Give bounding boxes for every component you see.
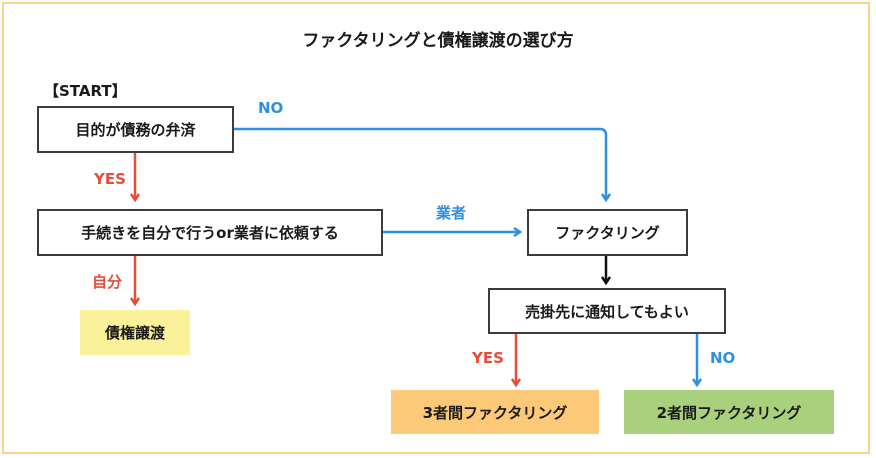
result-transfer: 債権譲渡 [80,310,190,355]
edge-q1-no [234,127,606,200]
result-transfer-label: 債権譲渡 [104,324,165,342]
result-two-party: 2者間ファクタリング [624,390,834,434]
result-three-party: 3者間ファクタリング [391,390,599,434]
diagram-title: ファクタリングと債権譲渡の選び方 [302,31,574,51]
result-two-party-label: 2者間ファクタリング [656,403,802,422]
edge-label-q3-yes: YES [472,349,504,367]
edge-label-q2-vendor: 業者 [436,204,467,222]
node-q2-label: 手続きを自分で行うor業者に依頼する [81,224,339,242]
edge-label-q1-no: NO [258,99,284,117]
node-q3: 売掛先に通知してもよい [488,288,726,334]
start-label: 【START】 [44,82,127,100]
node-factoring-label: ファクタリング [555,224,660,242]
node-q1-label: 目的が債務の弁済 [75,121,196,139]
node-q1: 目的が債務の弁済 [37,106,234,153]
edge-label-q2-self: 自分 [92,273,123,291]
diagram-frame [2,2,870,454]
edge-label-q3-no: NO [710,349,736,367]
edge-label-q1-yes: YES [94,170,126,188]
result-three-party-label: 3者間ファクタリング [422,403,568,422]
node-q3-label: 売掛先に通知してもよい [525,302,689,321]
node-factoring: ファクタリング [527,209,688,256]
node-q2: 手続きを自分で行うor業者に依頼する [37,209,383,256]
